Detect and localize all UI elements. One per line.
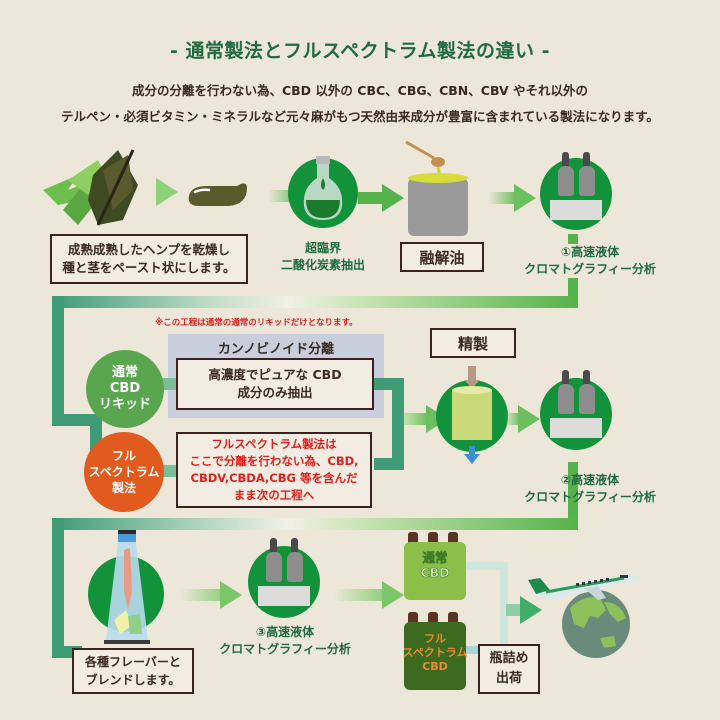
hplc-3-label: ③高速液体 クロマトグラフィー分析 (200, 624, 370, 658)
hemp-caption-box: 成熟成熟したヘンプを乾燥し 種と茎をペースト状にします。 (50, 234, 248, 284)
separation-box: 高濃度でピュアな CBD 成分のみ抽出 (176, 358, 374, 410)
hplc-2-label: ②高速液体 クロマトグラフィー分析 (505, 472, 675, 506)
arrow-icon (518, 405, 540, 433)
connector-pipe (52, 296, 578, 308)
chromatography-machine-icon (248, 538, 320, 614)
connector-pipe (374, 458, 404, 470)
hemp-caption-line1: 成熟成熟したヘンプを乾燥し (67, 242, 231, 257)
connector-pipe (392, 378, 404, 470)
arrow-bar (506, 604, 524, 616)
globe-icon (560, 588, 632, 660)
connector-pipe (160, 378, 176, 390)
chromatography-machine-icon (540, 370, 612, 446)
full-box-line2: ここで分離を行わない為、CBD, (189, 454, 359, 468)
ship-label-box: 瓶詰め 出荷 (478, 644, 540, 694)
blend-caption-box: 各種フレーバーと ブレンドします。 (72, 648, 194, 694)
hemp-caption-line2: 種と茎をペースト状にします。 (62, 260, 236, 275)
ship-label-line2: 出荷 (495, 671, 522, 686)
bottle-full-line3: CBD (422, 660, 448, 673)
connector-pipe (52, 296, 64, 426)
full-circle-line2: スペクトラム (88, 465, 160, 479)
filter-cylinder-icon (444, 366, 500, 470)
hplc-3-circle (248, 546, 320, 618)
full-spectrum-cbd-bottles: フル スペクトラム CBD (403, 612, 468, 692)
regular-circle-line3: リキッド (98, 397, 151, 412)
separation-box-line1: 高濃度でピュアな CBD (208, 367, 342, 382)
bottle-regular-line1: 通常 (422, 550, 448, 566)
hplc-2-label-line2: クロマトグラフィー分析 (524, 490, 656, 504)
connector-pipe (466, 562, 506, 570)
chromatography-machine-icon (540, 152, 612, 228)
separation-title: カンノビノイド分離 (217, 342, 335, 357)
bottle-full-line2: スペクトラム (402, 646, 468, 659)
hplc-1-label-line2: クロマトグラフィー分析 (524, 262, 656, 276)
extraction-label: 超臨界 二酸化炭素抽出 (268, 240, 378, 274)
blend-caption-line2: ブレンドします。 (85, 673, 181, 687)
airplane-icon (524, 566, 644, 606)
regular-circle-line2: CBD (109, 381, 141, 396)
hplc-2-label-line1: ②高速液体 (560, 473, 620, 487)
ship-label-line1: 瓶詰め (489, 651, 529, 666)
hplc-3-label-line1: ③高速液体 (255, 625, 315, 639)
arrow-bar (180, 589, 224, 601)
process-note: ※この工程は通常の通常のリキッドだけとなります。 (155, 318, 358, 328)
arrow-bar (358, 192, 384, 204)
flask-icon (300, 156, 346, 224)
arrow-icon (382, 581, 404, 609)
intro-line-1: 成分の分離を行わない為、CBD 以外の CBC、CBG、CBN、CBV やそれ以… (131, 83, 588, 98)
regular-cbd-circle: 通常 CBD リキッド (86, 350, 164, 428)
connector-pipe (466, 646, 486, 654)
arrow-icon (514, 184, 536, 212)
bottle-regular-line2: CBD (420, 565, 450, 581)
full-circle-line3: 製法 (111, 481, 136, 495)
regular-cbd-bottles: 通常 CBD (404, 532, 468, 602)
connector-pipe (52, 518, 64, 658)
full-box-line4: まま次の工程へ (233, 488, 315, 502)
melted-oil-label-box: 融解油 (400, 242, 484, 272)
arrow-icon (220, 581, 242, 609)
connector-pipe (52, 518, 578, 530)
full-box-line1: フルスペクトラム製法は (211, 437, 337, 451)
full-spectrum-circle: フル スペクトラム 製法 (84, 432, 164, 512)
arrow-bar (334, 589, 384, 601)
extraction-label-line1: 超臨界 (304, 241, 341, 255)
full-circle-line1: フル (111, 449, 136, 463)
melted-oil-pot-icon (398, 140, 478, 240)
page-title: - 通常製法とフルスペクトラム製法の違い - (169, 40, 551, 62)
arrow-icon (382, 184, 404, 212)
connector-pipe (52, 414, 102, 426)
connector-pipe (160, 465, 176, 477)
arrow-bar (488, 192, 516, 204)
hplc-2-circle (540, 378, 612, 450)
paste-icon (185, 180, 251, 210)
refine-label-box: 精製 (430, 328, 516, 358)
hemp-leaves-icon (38, 140, 148, 230)
blend-caption-line1: 各種フレーバーと (85, 655, 181, 669)
refine-label: 精製 (457, 334, 488, 353)
arrow-icon (156, 178, 178, 206)
separation-box-line2: 成分のみ抽出 (237, 385, 313, 400)
hplc-1-label: ①高速液体 クロマトグラフィー分析 (505, 244, 675, 278)
full-spectrum-box: フルスペクトラム製法は ここで分離を行わない為、CBD, CBDV,CBDA,C… (176, 432, 372, 508)
hplc-1-label-line1: ①高速液体 (560, 245, 620, 259)
flavor-blend-tube-icon (104, 530, 150, 648)
arrow-bar (504, 413, 520, 425)
bottle-full-line1: フル (424, 632, 446, 645)
full-box-line3: CBDV,CBDA,CBG 等を含んだ (190, 471, 358, 485)
connector-pipe (568, 462, 578, 528)
extraction-label-line2: 二酸化炭素抽出 (280, 258, 365, 272)
arrow-bar (404, 413, 428, 425)
hplc-3-label-line2: クロマトグラフィー分析 (219, 642, 351, 656)
arrow-icon (520, 596, 542, 624)
melted-oil-label: 融解油 (419, 248, 465, 267)
intro-line-2: テルペン・必須ビタミン・ミネラルなど元々麻がもつ天然由来成分が豊富に含まれている… (61, 109, 659, 124)
connector-pipe (500, 562, 508, 644)
regular-circle-line1: 通常 (111, 365, 138, 380)
